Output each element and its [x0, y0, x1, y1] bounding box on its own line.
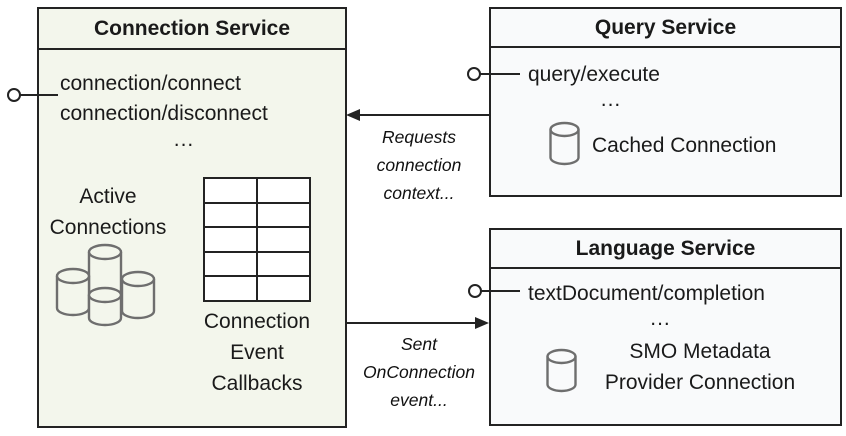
connection-service-header: Connection Service	[39, 9, 345, 50]
connection-service-methods: connection/connect connection/disconnect…	[60, 69, 308, 151]
smo-provider-label-line2: Provider Connection	[604, 371, 796, 394]
callback-table-cell	[205, 228, 256, 251]
callback-table-grid	[203, 177, 311, 302]
sent-annotation-line2: OnConnection	[363, 362, 475, 382]
arrow-head-right-icon	[475, 317, 489, 329]
language-service-header: Language Service	[491, 230, 840, 269]
query-service-box: Query Service	[489, 7, 842, 197]
active-connections-label-line2: Connections	[49, 216, 167, 239]
cached-connection-label: Cached Connection	[592, 134, 777, 157]
sent-annotation-line3: event...	[390, 390, 448, 410]
requests-annotation-line2: connection	[376, 155, 462, 175]
methods-ellipsis: ...	[173, 128, 195, 151]
sent-annotation-line1: Sent	[401, 334, 437, 354]
callback-table-cell	[258, 277, 309, 300]
callback-table-cell	[258, 252, 309, 276]
active-connections-label-line1: Active	[79, 185, 137, 208]
callbacks-label-line1: Connection	[203, 310, 311, 333]
callback-table-cell	[205, 277, 256, 300]
callbacks-label-line3: Callbacks	[211, 372, 303, 395]
language-service-methods: textDocument/completion ...	[528, 280, 793, 330]
callback-table-cell	[258, 228, 309, 251]
sent-onconnection-event-annotation: Sent OnConnection event...	[341, 330, 497, 414]
smo-provider-database-icon	[546, 348, 577, 393]
connection-service-title: Connection Service	[93, 16, 291, 40]
callback-table-cell	[205, 203, 256, 227]
query-service-methods: query/execute ...	[528, 61, 694, 111]
callback-table-cell	[258, 203, 309, 227]
lollipop-circle-icon	[467, 67, 481, 81]
language-methods-ellipsis: ...	[650, 307, 671, 330]
callbacks-label-line2: Event	[230, 341, 284, 364]
query-methods-ellipsis: ...	[600, 88, 622, 111]
callback-table-cell	[205, 252, 256, 276]
requests-connection-context-annotation: Requests connection context...	[341, 123, 497, 207]
active-connections-label: Active Connections	[38, 181, 178, 243]
method-connection-connect: connection/connect	[60, 72, 241, 95]
callback-table-cell	[205, 179, 256, 202]
smo-provider-label-line1: SMO Metadata	[629, 340, 771, 363]
cached-connection-database-icon	[549, 121, 580, 166]
smo-provider-connection-label: SMO Metadata Provider Connection	[586, 336, 814, 398]
method-connection-disconnect: connection/disconnect	[60, 102, 268, 125]
query-service-title: Query Service	[594, 15, 737, 39]
arrow-head-left-icon	[346, 109, 360, 121]
lollipop-circle-icon	[7, 88, 21, 102]
sent-event-arrow	[347, 317, 489, 329]
query-service-header: Query Service	[491, 9, 840, 48]
method-textdocument-completion: textDocument/completion	[528, 282, 765, 305]
requests-context-arrow	[346, 109, 489, 121]
lollipop-circle-icon	[468, 284, 482, 298]
requests-annotation-line1: Requests	[382, 127, 456, 147]
method-query-execute: query/execute	[528, 63, 660, 86]
language-service-box: Language Service	[489, 228, 842, 426]
callback-table-cell	[258, 179, 309, 202]
database-cluster-icon	[55, 243, 156, 327]
connection-event-callbacks-label: Connection Event Callbacks	[172, 306, 342, 399]
requests-annotation-line3: context...	[383, 183, 455, 203]
language-service-title: Language Service	[575, 236, 756, 260]
